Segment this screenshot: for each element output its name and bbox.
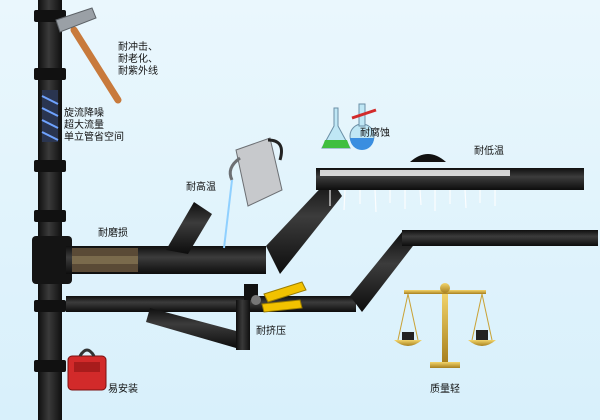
tee-fitting — [32, 236, 72, 284]
icicles — [329, 189, 496, 213]
spiral-features-label: 旋流降噪 超大流量 单立管省空间 — [64, 108, 124, 144]
pipe-cap — [410, 154, 446, 162]
uv-resistance-text: 耐紫外线 — [118, 66, 158, 77]
pliers-icon — [251, 281, 307, 313]
tool-bag-icon — [67, 348, 107, 391]
lightweight-label: 质量轻 — [430, 384, 460, 395]
corrosion-label: 耐腐蚀 — [360, 128, 390, 139]
large-flow-text: 超大流量 — [64, 120, 104, 131]
spiral-noise-text: 旋流降噪 — [64, 108, 104, 119]
angled-branch-pipe — [166, 202, 212, 254]
wear-label: 耐磨损 — [98, 228, 128, 239]
impact-resistance-text: 耐冲击、 — [118, 42, 158, 53]
easy-install-label: 易安装 — [108, 384, 138, 395]
high-temp-label: 耐高温 — [186, 182, 216, 193]
vertical-stack-pipe — [34, 0, 66, 420]
upper-branch-pipe — [66, 168, 584, 274]
kettle-icon — [223, 137, 283, 249]
low-temp-label: 耐低温 — [474, 146, 504, 157]
pressure-label: 耐挤压 — [256, 326, 286, 337]
space-saving-text: 单立管省空间 — [64, 132, 124, 143]
flask-icon — [321, 103, 377, 150]
hammer-icon — [55, 7, 122, 104]
balance-scale-icon — [394, 283, 496, 368]
aging-resistance-text: 耐老化、 — [118, 54, 158, 65]
impact-aging-uv-label: 耐冲击、 耐老化、 耐紫外线 — [118, 42, 158, 78]
